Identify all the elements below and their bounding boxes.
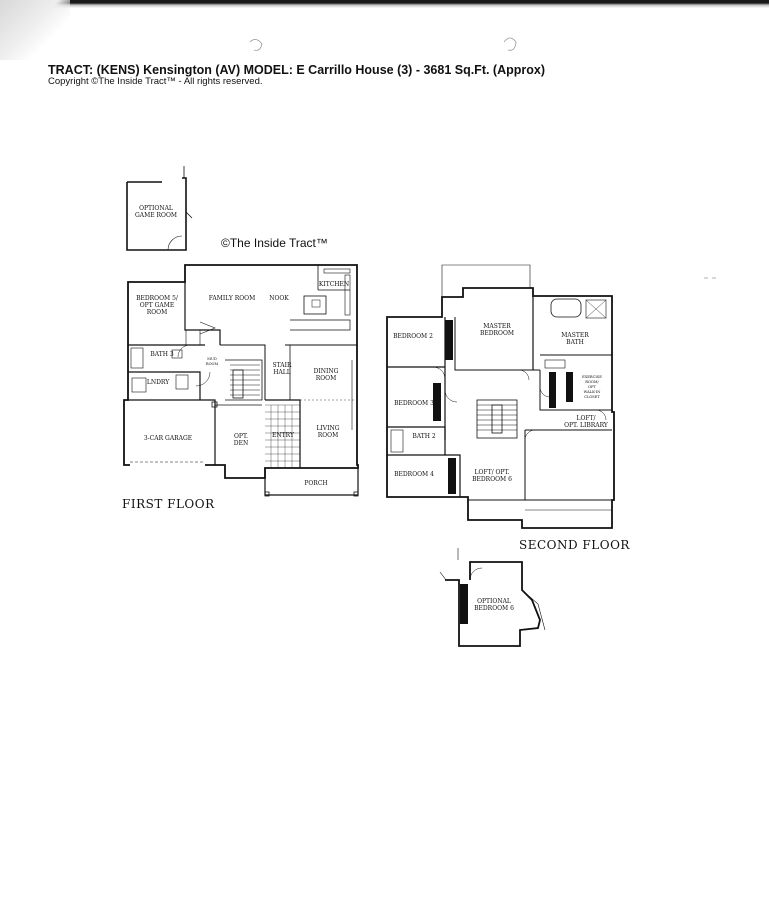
copyright-line: Copyright ©The Inside Tract™ - All right…: [48, 76, 263, 87]
label-kitchen: KITCHEN: [319, 281, 349, 288]
label-lndry: LNDRY: [147, 379, 170, 386]
label-loft-opt-bedroom6: LOFT/ OPT.BEDROOM 6: [472, 469, 512, 483]
label-entry: ENTRY: [272, 432, 295, 439]
label-family-room: FAMILY ROOM: [209, 295, 255, 302]
scan-folded-corner: [0, 0, 70, 60]
second-floor-label: SECOND FLOOR: [519, 538, 630, 552]
first-floor-label: FIRST FLOOR: [122, 497, 215, 511]
optional-game-room-plan: [126, 166, 193, 251]
label-loft-opt-library: LOFT/OPT. LIBRARY: [564, 415, 609, 429]
watermark: ©The Inside Tract™: [221, 236, 328, 250]
label-opt-den: OPT.DEN: [234, 433, 248, 447]
label-bedroom4: BEDROOM 4: [394, 471, 434, 478]
second-floor-plan: [386, 264, 615, 529]
label-bedroom2: BEDROOM 2: [393, 333, 433, 340]
first-floor-plan: [123, 264, 359, 497]
page-title: TRACT: (KENS) Kensington (AV) MODEL: E C…: [48, 63, 546, 77]
label-bath2: BATH 2: [412, 433, 436, 440]
label-bedroom3: BEDROOM 3: [394, 400, 434, 407]
label-porch: PORCH: [304, 480, 327, 487]
optional-bedroom-6-plan: [439, 548, 546, 647]
label-nook: NOOK: [269, 295, 289, 302]
label-bath3: BATH 3: [150, 351, 174, 358]
scan-top-edge: [0, 0, 769, 8]
label-three-car-garage: 3-CAR GARAGE: [144, 435, 192, 442]
scan-punch-holes: [249, 37, 716, 279]
